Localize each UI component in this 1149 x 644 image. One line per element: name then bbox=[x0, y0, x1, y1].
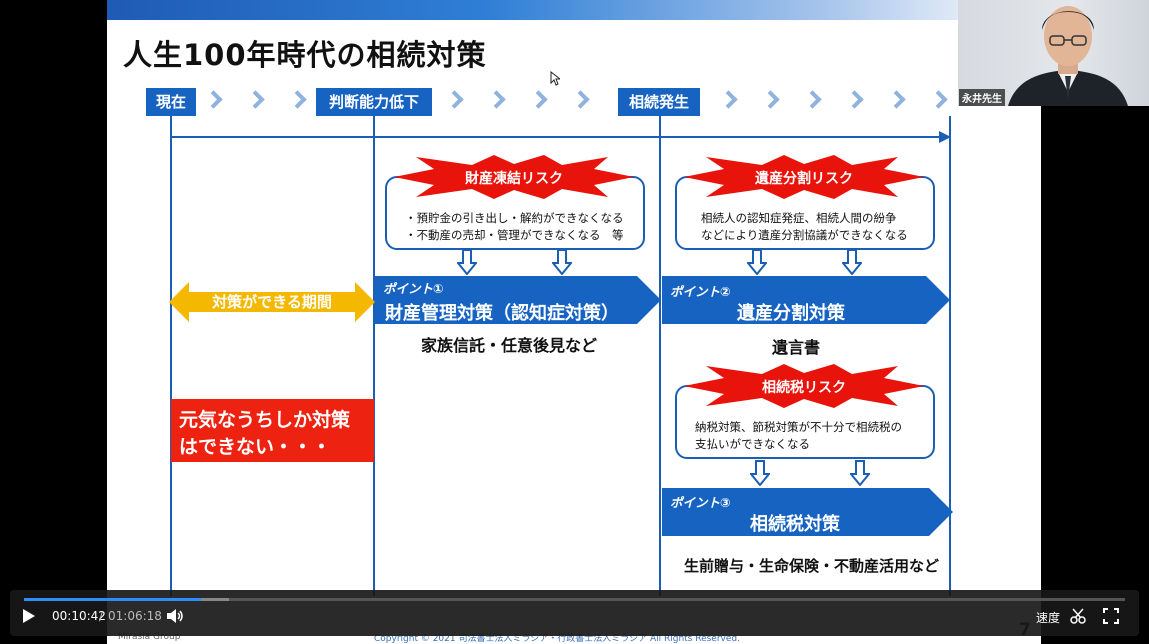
point-note-1: 家族信託・任意後見など bbox=[421, 336, 598, 355]
timeline-line-now bbox=[170, 116, 172, 596]
stage-inheritance: 相続発生 bbox=[618, 88, 700, 116]
chevron-right-icon bbox=[529, 90, 548, 109]
stage-decline: 判断能力低下 bbox=[316, 88, 432, 116]
footer-company: Mirasia Group bbox=[118, 632, 181, 642]
chevron-right-icon bbox=[719, 90, 738, 109]
speaker-avatar-icon bbox=[1008, 6, 1128, 106]
timeline-line-inheritance bbox=[659, 116, 661, 596]
risk-label-estate-division: 遺産分割リスク bbox=[755, 171, 853, 187]
point-note-2: 遺言書 bbox=[772, 338, 821, 357]
timeline-arrowhead bbox=[939, 131, 951, 143]
point-title-2: 遺産分割対策 bbox=[737, 303, 845, 324]
warning-line-2: はできない・・・ bbox=[179, 436, 332, 458]
risk-label-inheritance-tax: 相続税リスク bbox=[762, 380, 846, 396]
chevron-right-icon bbox=[445, 90, 464, 109]
timeline-line-decline bbox=[373, 116, 375, 596]
warning-line-1: 元気なうちしか対策 bbox=[179, 409, 351, 431]
current-time: 00:10:42 bbox=[52, 609, 106, 623]
footer-copyright: Copyright © 2021 司法書士法人ミラシア・行政書士法人ミラシア A… bbox=[374, 634, 740, 644]
chevron-right-icon bbox=[246, 90, 265, 109]
chevron-right-icon bbox=[761, 90, 780, 109]
progress-bar[interactable] bbox=[24, 598, 1125, 601]
warning-box: 元気なうちしか対策 はできない・・・ bbox=[171, 399, 374, 462]
point-title-1: 財産管理対策（認知症対策） bbox=[385, 303, 619, 324]
stage-now: 現在 bbox=[146, 88, 196, 116]
time-separator: / bbox=[99, 609, 104, 623]
risk-burst-estate-division bbox=[684, 155, 924, 199]
chevron-right-icon bbox=[571, 90, 590, 109]
down-arrow-icon bbox=[850, 460, 870, 486]
risk-line: ・預貯金の引き出し・解約ができなくなる bbox=[405, 211, 624, 225]
down-arrow-icon bbox=[747, 249, 767, 275]
point-tag-1: ポイント① bbox=[383, 281, 444, 296]
risk-label-asset-freeze: 財産凍結リスク bbox=[465, 171, 563, 187]
down-arrow-icon bbox=[750, 460, 770, 486]
down-arrow-icon bbox=[457, 249, 477, 275]
point-banner-3 bbox=[662, 488, 953, 536]
chevron-right-icon bbox=[929, 90, 948, 109]
chevron-right-icon bbox=[803, 90, 822, 109]
point-banner-2 bbox=[662, 276, 950, 324]
video-player-controls: 00:10:42 / 01:06:18 速度 bbox=[10, 590, 1139, 636]
mouse-cursor-icon bbox=[550, 71, 560, 86]
chevron-right-icon bbox=[487, 90, 506, 109]
scissors-icon[interactable] bbox=[1070, 608, 1086, 624]
risk-line: ・不動産の売却・管理ができなくなる 等 bbox=[405, 228, 624, 242]
webcam-name-label: 永井先生 bbox=[959, 89, 1005, 106]
presentation-slide: 人生100年時代の相続対策 現在 判断能力低下 相続発生 対策ができる期間 元気… bbox=[107, 0, 1041, 644]
point-note-3: 生前贈与・生命保険・不動産活用など bbox=[684, 557, 940, 575]
volume-icon[interactable] bbox=[166, 608, 184, 624]
play-icon[interactable] bbox=[22, 608, 36, 624]
timeline-axis bbox=[170, 136, 946, 138]
risk-line: 納税対策、節税対策が不十分で相続税の bbox=[695, 420, 902, 434]
point-banner-1 bbox=[375, 276, 661, 324]
timeline-line-end bbox=[949, 116, 951, 596]
down-arrow-icon bbox=[552, 249, 572, 275]
progress-buffer bbox=[201, 598, 229, 601]
slide-top-banner bbox=[107, 0, 958, 20]
chevron-right-icon bbox=[887, 90, 906, 109]
risk-burst-asset-freeze bbox=[394, 155, 634, 199]
speed-button[interactable]: 速度 bbox=[1036, 611, 1061, 625]
risk-line: 相続人の認知症発症、相続人間の紛争 bbox=[701, 211, 897, 225]
period-label: 対策ができる期間 bbox=[212, 293, 332, 311]
progress-fill bbox=[24, 598, 202, 601]
chevron-right-icon bbox=[204, 90, 223, 109]
risk-line: などにより遺産分割協議ができなくなる bbox=[701, 228, 908, 242]
slide-title: 人生100年時代の相続対策 bbox=[123, 38, 487, 72]
total-time: 01:06:18 bbox=[108, 609, 162, 623]
fullscreen-icon[interactable] bbox=[1103, 608, 1119, 624]
chevron-right-icon bbox=[288, 90, 307, 109]
risk-line: 支払いができなくなる bbox=[695, 437, 810, 451]
point-title-3: 相続税対策 bbox=[750, 514, 840, 535]
point-tag-3: ポイント③ bbox=[670, 495, 731, 510]
risk-burst-inheritance-tax bbox=[684, 364, 924, 408]
chevron-right-icon bbox=[845, 90, 864, 109]
down-arrow-icon bbox=[842, 249, 862, 275]
point-tag-2: ポイント② bbox=[670, 284, 731, 299]
speaker-webcam: 永井先生 bbox=[958, 0, 1149, 106]
period-arrow bbox=[169, 282, 375, 322]
